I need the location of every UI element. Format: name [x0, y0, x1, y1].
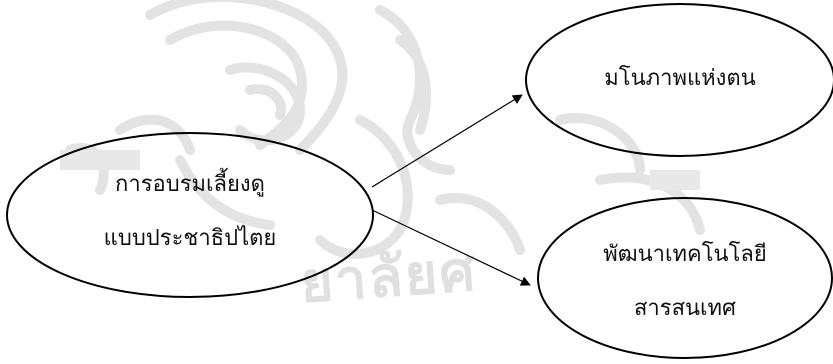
- arrow-source-to-ict-development: [371, 209, 531, 286]
- label-line: สารสนเทศ: [633, 296, 737, 321]
- label-line: พัฒนาเทคโนโลยี: [603, 242, 767, 267]
- node-ict-development: [537, 197, 833, 359]
- arrow-source-to-self-concept: [371, 94, 523, 188]
- label-democratic-parenting: การอบรมเลี้ยงดู แบบประชาธิปไตย: [104, 158, 277, 266]
- node-self-concept: [525, 3, 833, 157]
- label-ict-development: พัฒนาเทคโนโลยี สารสนเทศ: [603, 228, 767, 336]
- label-line: การอบรมเลี้ยงดู: [115, 172, 265, 197]
- label-line: แบบประชาธิปไตย: [103, 226, 277, 251]
- label-self-concept: มโนภาพแห่งตน: [604, 52, 755, 106]
- label-line: มโนภาพแห่งตน: [604, 66, 756, 91]
- node-democratic-parenting: [6, 132, 374, 298]
